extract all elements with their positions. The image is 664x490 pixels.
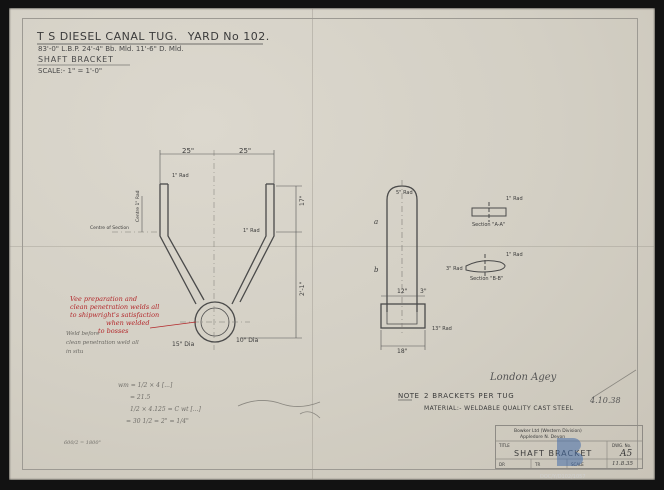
side-mark-b: b bbox=[374, 266, 379, 274]
note-label: NOTE bbox=[398, 392, 420, 400]
tb-drawn-label: DR bbox=[499, 462, 505, 467]
drawing-sheet bbox=[9, 8, 655, 480]
front-dim-left: 25" bbox=[182, 147, 195, 155]
fold-line-vertical bbox=[312, 8, 313, 480]
tb-traced-label: TR bbox=[535, 462, 541, 467]
pencil-note-line: in situ bbox=[66, 349, 84, 355]
title-line1: T S DIESEL CANAL TUG. YARD No 102. bbox=[37, 30, 270, 43]
side-label-bottom: 13" Rad bbox=[432, 326, 452, 332]
section-bb-dim: 3" Rad bbox=[446, 266, 463, 272]
side-dim-right: 3" bbox=[420, 288, 427, 295]
calc-line: wm = 1/2 × 4 [...] bbox=[118, 382, 173, 389]
title-line3: SHAFT BRACKET bbox=[38, 55, 114, 64]
pencil-note-line: Weld before bbox=[66, 331, 100, 337]
calc-line: = 30 1/2 = 2" = 1/4" bbox=[126, 418, 189, 425]
section-bb-rad: 1" Rad bbox=[506, 252, 523, 258]
archive-reference: DOC/Y/D102/1057 bbox=[540, 474, 586, 480]
title-block: Bowker Ltd (Western Division) Appledore … bbox=[495, 425, 643, 469]
tb-title-label: TITLE bbox=[499, 443, 510, 448]
note-date: 4.10.38 bbox=[590, 396, 621, 405]
red-welding-note: Vee preparation and clean penetration we… bbox=[70, 295, 159, 335]
red-note-line: clean penetration welds all bbox=[70, 303, 160, 311]
side-top-label: 5" Rad bbox=[396, 190, 413, 196]
title-vessel: T S DIESEL CANAL TUG. bbox=[37, 30, 178, 43]
front-label-bottom-left: 15" Dia bbox=[172, 341, 195, 348]
side-dim-width: 12" bbox=[397, 288, 408, 295]
calculations: wm = 1/2 × 4 [...] = 21.5 1/2 × 4.125 = … bbox=[118, 380, 201, 428]
tb-company: Bowker Ltd (Western Division) bbox=[514, 429, 582, 434]
title-line2: 83'-0" L.B.P. 24'-4" Bb. Mld. 11'-6" D. … bbox=[38, 45, 184, 53]
side-mark-a: a bbox=[374, 218, 379, 226]
red-note-line: Vee preparation and bbox=[70, 295, 138, 303]
section-bb bbox=[465, 254, 506, 278]
tb-scale-label: SCALE bbox=[571, 462, 584, 467]
calc-bottom: 600/2 = 1800" bbox=[64, 440, 101, 446]
calc-line: = 21.5 bbox=[130, 394, 151, 401]
side-dim-bottom: 18" bbox=[397, 348, 408, 355]
tb-date: 11.8.35 bbox=[612, 461, 633, 467]
tb-location: Appledore N. Devon bbox=[520, 435, 566, 440]
red-note-line: to bosses bbox=[98, 327, 129, 335]
red-note-line: to shipwright's satisfaction bbox=[70, 311, 160, 319]
note-signature: London Agey bbox=[490, 372, 557, 383]
front-side-note: Centre 1" Rad bbox=[136, 190, 141, 222]
front-label-top-left: 1" Rad bbox=[172, 173, 189, 179]
front-dim-right: 25" bbox=[239, 147, 252, 155]
note-line1: 2 BRACKETS PER TUG bbox=[424, 392, 515, 400]
section-aa-label: Section "A-A" bbox=[472, 222, 506, 228]
tb-drawing-title: SHAFT BRACKET bbox=[514, 449, 593, 458]
front-label-top-right: 1" Rad bbox=[243, 228, 260, 234]
front-centre-of-section: Centre of Section bbox=[90, 226, 129, 231]
title-line4: SCALE:- 1" = 1'-0" bbox=[38, 67, 103, 75]
front-view-bracket bbox=[159, 183, 275, 343]
pencil-note-line: clean penetration weld all bbox=[66, 340, 139, 346]
calc-line: 1/2 × 4.125 = C wt [...] bbox=[130, 406, 201, 413]
side-view-bracket bbox=[380, 185, 426, 329]
section-aa bbox=[471, 202, 507, 222]
front-dim-height-upper: 17" bbox=[299, 195, 306, 206]
pencil-note: Weld before clean penetration weld all i… bbox=[66, 330, 139, 357]
note-line2: MATERIAL:- WELDABLE QUALITY CAST STEEL bbox=[424, 405, 574, 412]
title-yard-number: YARD No 102. bbox=[187, 30, 270, 43]
red-note-line: when welded bbox=[106, 319, 150, 327]
section-bb-label: Section "B-B" bbox=[470, 276, 504, 282]
fold-line-horizontal bbox=[9, 246, 655, 247]
tb-dwg-no: A5 bbox=[620, 449, 633, 459]
front-dim-height-lower: 2'-1" bbox=[299, 281, 306, 296]
tb-dwg-no-label: DWG. No. bbox=[612, 443, 632, 448]
front-label-bottom-right: 10" Dia bbox=[236, 337, 259, 344]
section-aa-rad: 1" Rad bbox=[506, 196, 523, 202]
